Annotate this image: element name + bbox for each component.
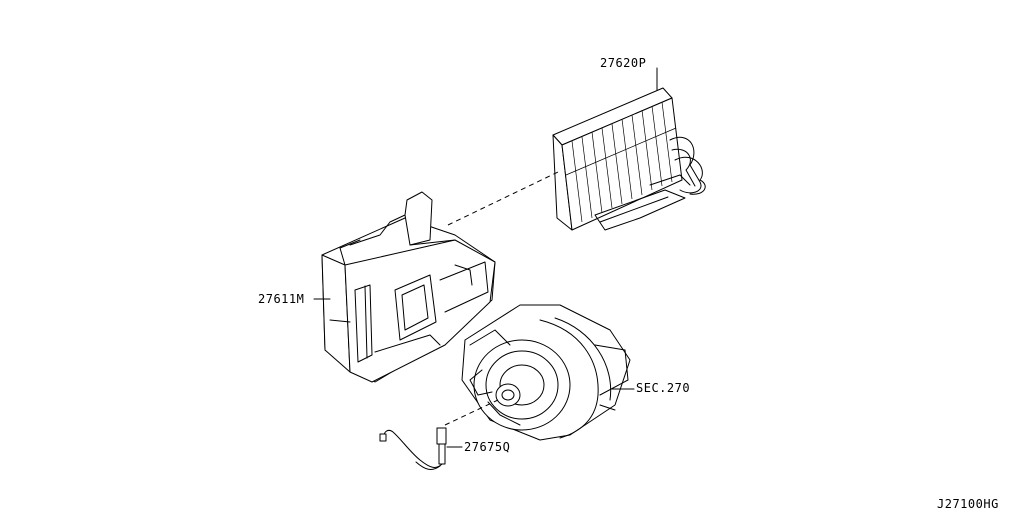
heater-case-part-number: 27611M [258,292,305,306]
sensor-assembly [379,427,447,470]
sensor-part-number: 27675Q [464,440,511,454]
blower-unit [461,304,631,441]
diagram-code: J27100HG [937,497,999,511]
blower-section-reference: SEC.270 [636,381,691,395]
alignment-line-evaporator [447,171,559,226]
heater-case [321,191,496,383]
alignment-line-sensor [444,399,499,426]
evaporator-core [552,87,706,231]
evaporator-part-number: 27620P [600,56,647,70]
